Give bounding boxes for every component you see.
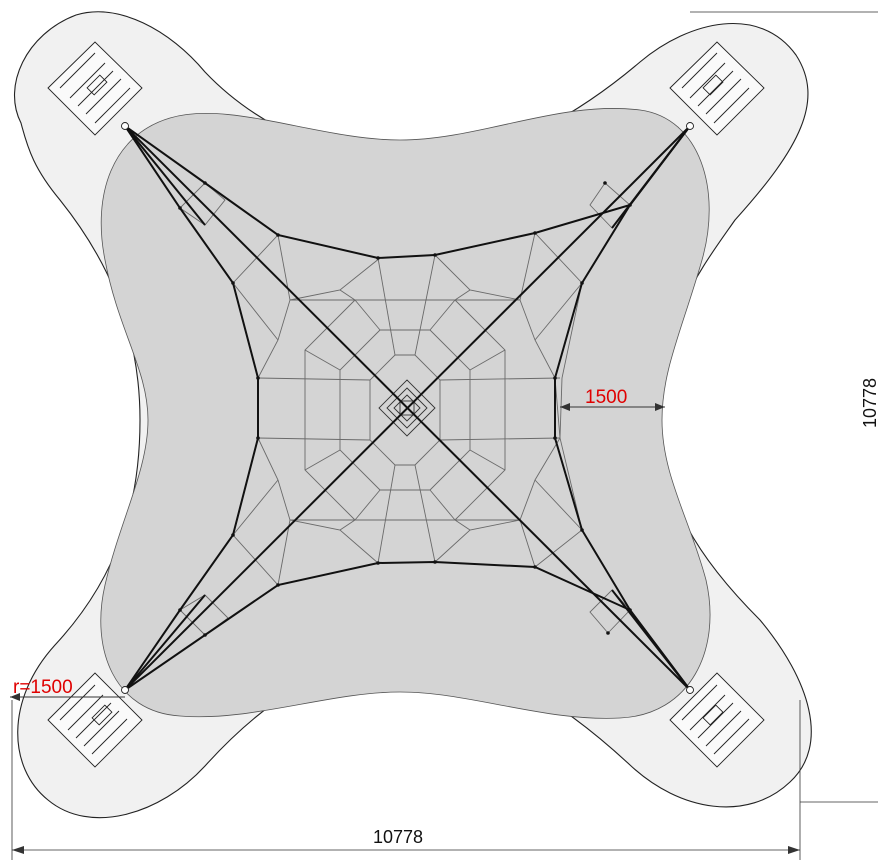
radius-label: r=1500 — [13, 677, 73, 698]
inner-impact-zone — [100, 108, 711, 719]
width-dimension — [11, 700, 801, 860]
height-label: 10778 — [860, 378, 878, 428]
height-dimension — [690, 11, 878, 803]
main-cables — [124, 125, 691, 691]
clearance-label: 1500 — [585, 387, 627, 408]
net-mesh — [179, 182, 631, 636]
anchor-foundation-top-left — [47, 41, 143, 136]
clearance-dimension — [560, 403, 665, 411]
anchor-foundation-bottom-right — [669, 672, 765, 768]
width-label: 10778 — [373, 827, 423, 847]
anchor-foundation-top-right — [669, 41, 765, 136]
radius-dimension — [10, 693, 125, 701]
cable-joints — [178, 181, 632, 637]
